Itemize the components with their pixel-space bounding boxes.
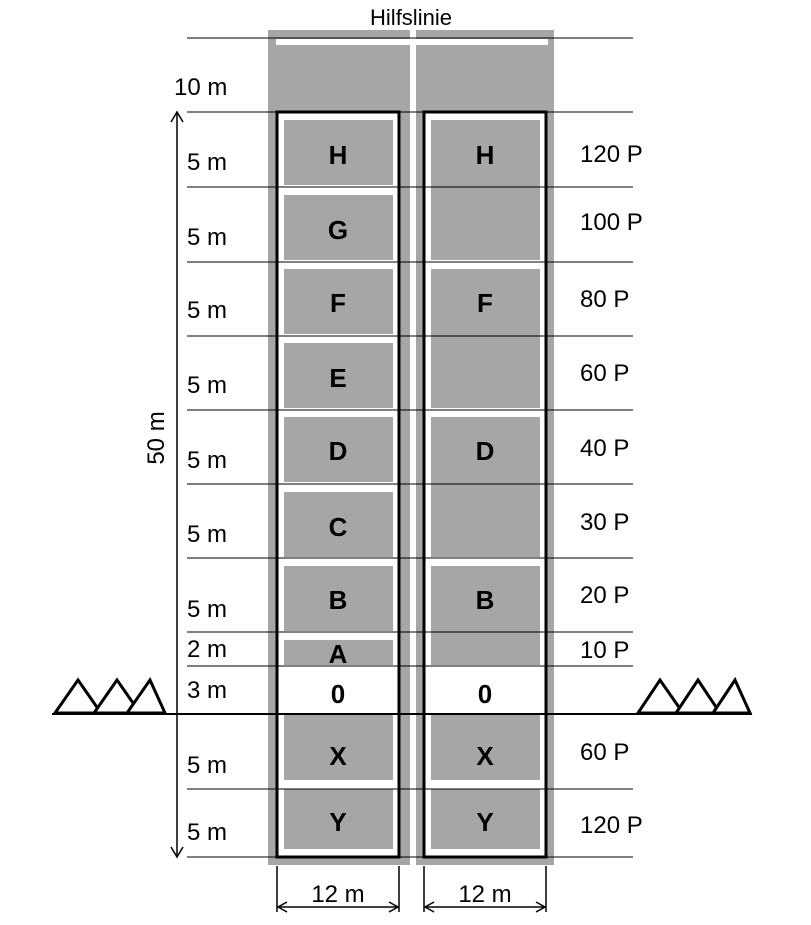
right-zone-label: Y [476, 807, 493, 837]
helper-line-title: Hilfslinie [370, 5, 452, 30]
right-zone-label: H [476, 140, 495, 170]
left-zone-label: X [329, 741, 347, 771]
left-zone-g-box [284, 195, 393, 260]
right-width-label: 12 m [458, 881, 511, 908]
row-distance-label: 3 m [187, 677, 227, 704]
row-points-label: 80 P [580, 286, 629, 313]
width-dimension-arrows [276, 866, 547, 913]
row-distance-label: 2 m [187, 636, 227, 663]
left-zone-y-box [284, 789, 393, 849]
row-points-label: 20 P [580, 582, 629, 609]
row-distance-label: 5 m [187, 297, 227, 324]
total-length-label: 50 m [143, 411, 170, 464]
row-points-label: 30 P [580, 509, 629, 536]
right-zone-label: F [477, 288, 493, 318]
right-marker-triangles [635, 676, 753, 715]
row-points-label: 120 P [580, 141, 643, 168]
row-points-label: 60 P [580, 360, 629, 387]
row-distance-label: 5 m [187, 149, 227, 176]
left-zone-label: E [329, 363, 346, 393]
row-distance-label: 5 m [187, 819, 227, 846]
left-zone-x-box [284, 715, 393, 780]
right-zone-label: X [476, 741, 494, 771]
row-distance-label: 5 m [187, 596, 227, 623]
left-marker-triangles [52, 676, 168, 715]
row-distance-label: 5 m [187, 224, 227, 251]
row-points-label: 100 P [580, 209, 643, 236]
length-dimension-arrow [170, 110, 184, 859]
left-zone-e-box [284, 343, 393, 408]
left-zone-label: B [329, 585, 348, 615]
row-distance-label: 5 m [187, 521, 227, 548]
left-zone-label: F [330, 288, 346, 318]
right-zone-label: D [476, 436, 495, 466]
right-zone-y-box [431, 789, 540, 849]
top-extra-label: 10 m [174, 74, 227, 101]
left-zone-label: A [329, 639, 348, 669]
row-points-label: 120 P [580, 812, 643, 839]
left-zone-a-box [284, 640, 393, 665]
left-zone-label: G [328, 215, 348, 245]
left-zone-label: C [329, 512, 348, 542]
row-distance-label: 5 m [187, 447, 227, 474]
row-points-label: 10 P [580, 637, 629, 664]
left-zone-c-box [284, 492, 393, 557]
right-zone-d-box [431, 417, 540, 557]
row-points-label: 60 P [580, 739, 629, 766]
left-zone-d-box [284, 417, 393, 482]
left-zone-h-box [284, 120, 393, 185]
right-zone-label: 0 [478, 679, 492, 709]
left-zone-label: Y [329, 807, 346, 837]
left-zone-label: H [329, 140, 348, 170]
guide-lines [187, 37, 633, 858]
left-width-label: 12 m [311, 881, 364, 908]
right-zone-f-box [431, 269, 540, 408]
row-distance-label: 5 m [187, 752, 227, 779]
right-zone-b-box [431, 566, 540, 665]
row-points-label: 40 P [580, 435, 629, 462]
right-zone-label: B [476, 585, 495, 615]
left-zone-label: D [329, 436, 348, 466]
right-zone-h-box [431, 120, 540, 260]
right-zone-x-box [431, 715, 540, 780]
row-distance-label: 5 m [187, 372, 227, 399]
helper-line-strip [276, 39, 548, 45]
left-zone-f-box [284, 269, 393, 334]
left-zone-b-box [284, 566, 393, 631]
left-zone-label: 0 [331, 679, 345, 709]
